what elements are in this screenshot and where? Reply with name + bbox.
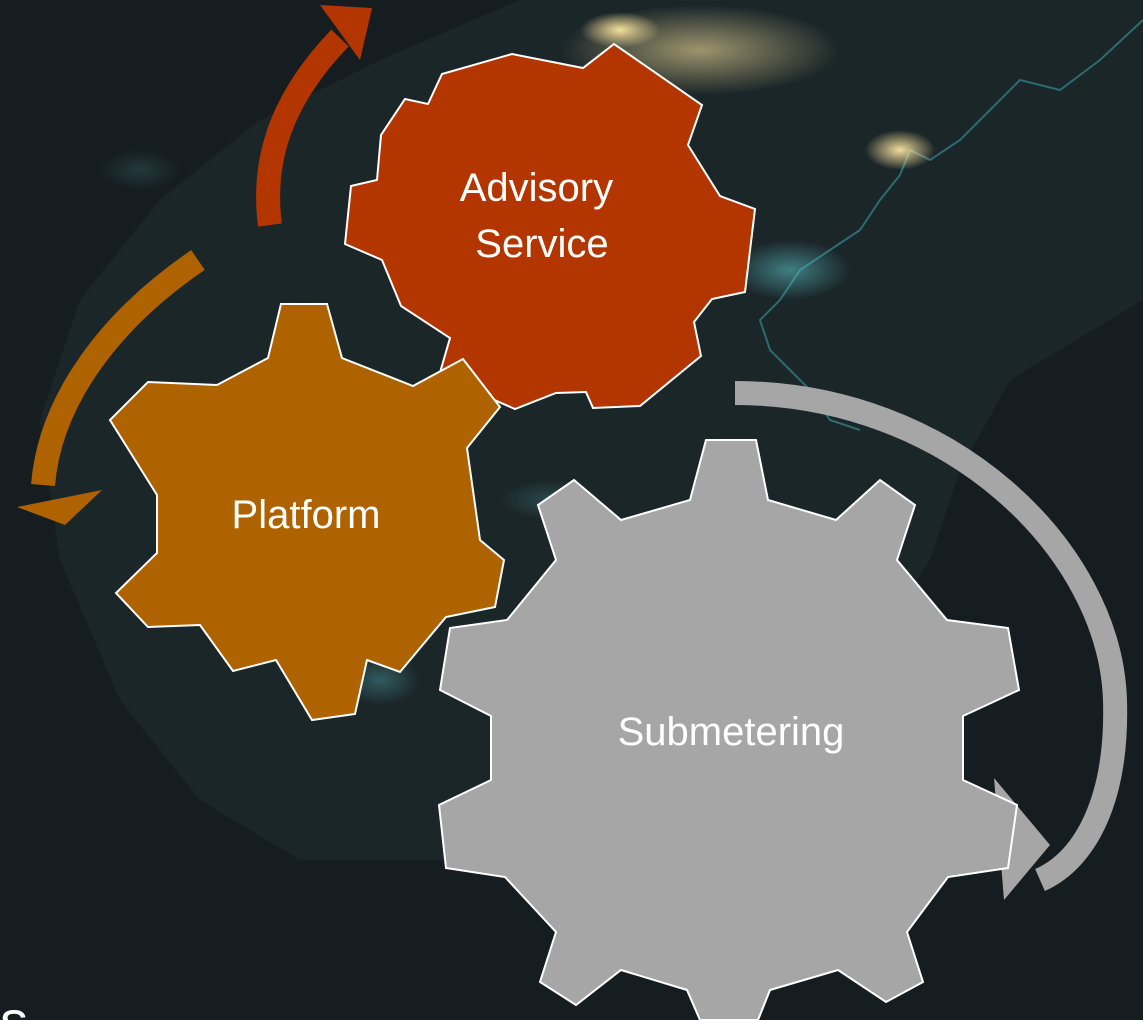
- platform-arrow: [17, 250, 205, 525]
- advisory-gear-label-line2: Service: [475, 222, 608, 266]
- advisory-gear-label: Advisory Service: [460, 166, 625, 266]
- submetering-gear-label: Submetering: [618, 710, 845, 754]
- platform-gear-shape: [108, 303, 506, 722]
- gear-advisory-service: Advisory Service: [343, 42, 757, 411]
- gears: Advisory Service Platform Submetering: [108, 42, 1021, 1020]
- gear-platform: Platform: [108, 303, 506, 722]
- submetering-arrow-shaft: [734, 381, 1128, 891]
- gear-submetering: Submetering: [437, 439, 1021, 1020]
- advisory-arrow-shaft: [256, 29, 349, 227]
- advisory-gear-shape: [343, 42, 757, 411]
- submetering-gear-shape: [437, 439, 1021, 1020]
- platform-arrow-shaft: [31, 250, 205, 487]
- advisory-arrow-head: [320, 5, 372, 60]
- platform-gear-label: Platform: [232, 493, 381, 537]
- platform-arrow-head: [17, 490, 102, 525]
- corner-text-fragment: s: [0, 989, 28, 1020]
- advisory-gear-label-line1: Advisory: [460, 166, 613, 210]
- advisory-arrow: [256, 5, 372, 227]
- coastline: [758, 19, 1143, 431]
